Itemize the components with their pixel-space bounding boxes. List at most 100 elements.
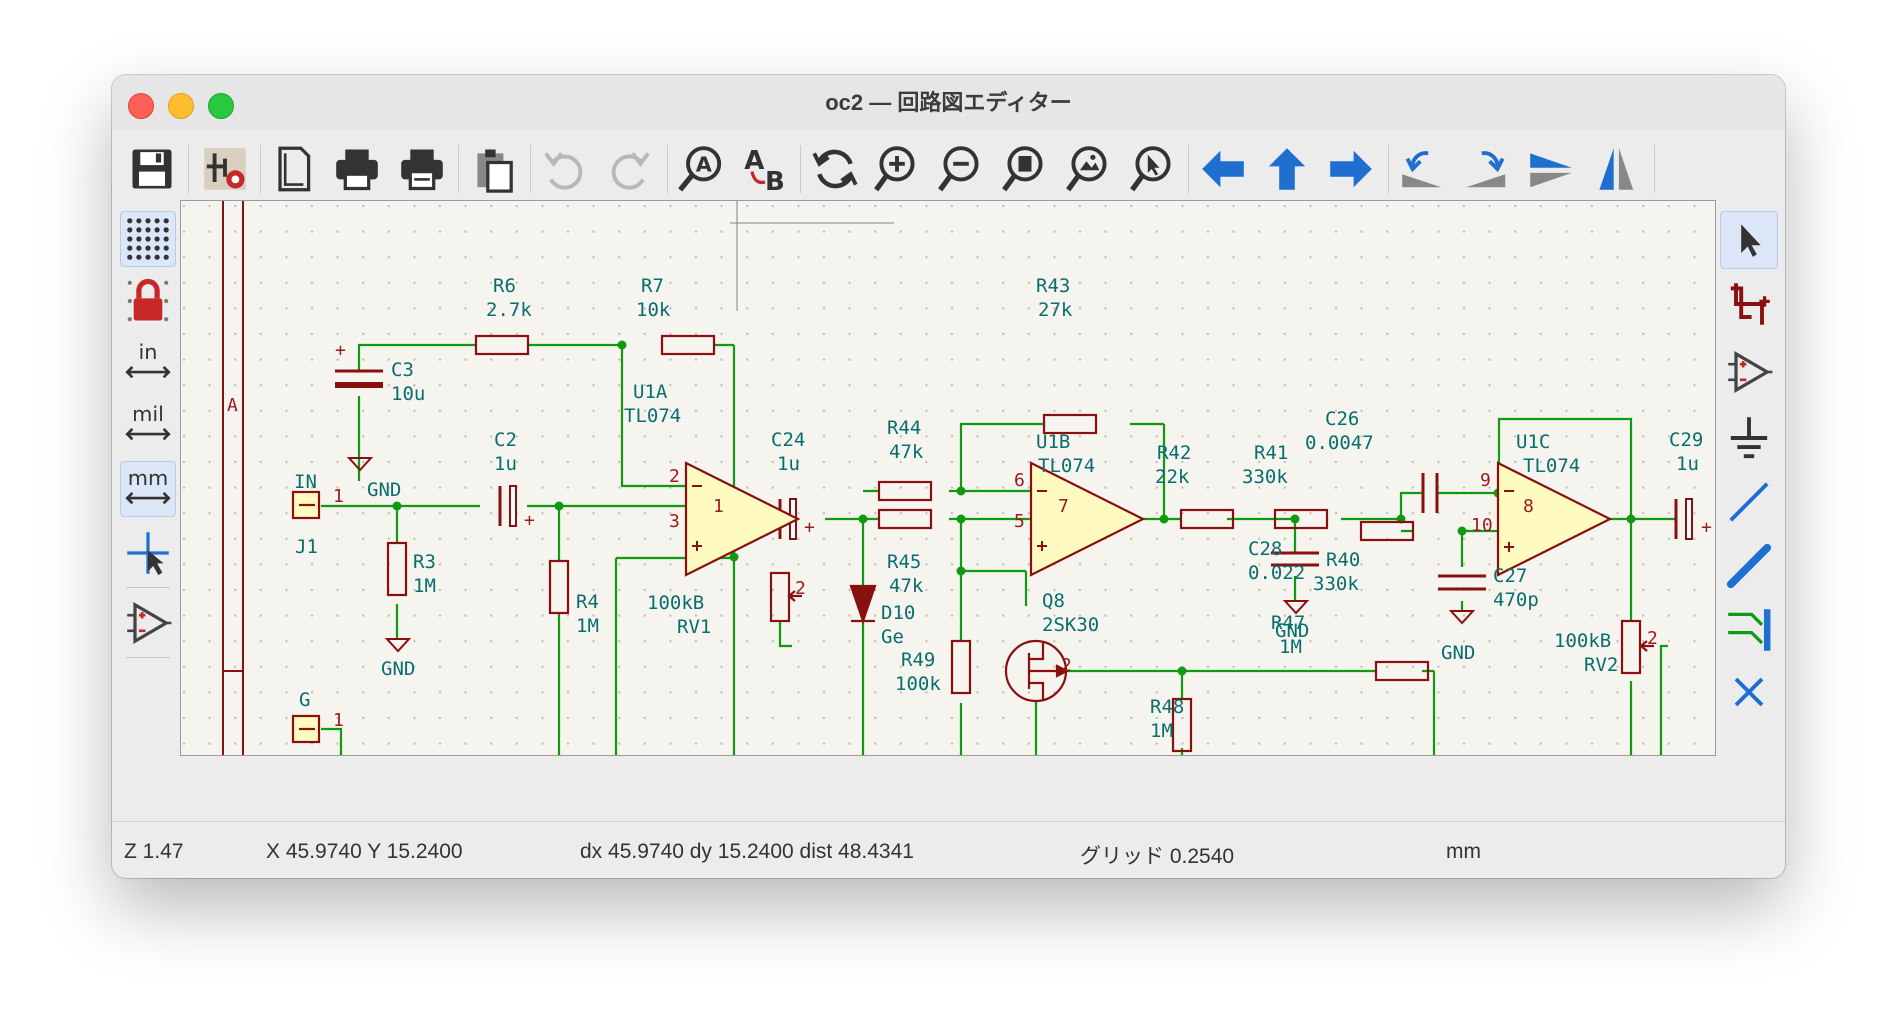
redo-icon <box>611 152 650 190</box>
svg-text:2: 2 <box>669 466 680 487</box>
r4-value: 1M <box>576 615 599 637</box>
schematic-editor-window: oc2 — 回路図エディター A <box>112 75 1785 878</box>
lock-button[interactable] <box>120 273 176 329</box>
unit-mm-button[interactable]: mm <box>120 461 176 517</box>
c27-value: 470p <box>1493 589 1539 611</box>
print-button[interactable] <box>328 139 386 199</box>
rv2-value: 100kB <box>1554 630 1611 652</box>
c3-value: 10u <box>391 383 425 405</box>
delta-readout: dx 45.9740 dy 15.2400 dist 48.4341 <box>580 840 914 863</box>
svg-text:8: 8 <box>1523 496 1534 517</box>
add-power-button[interactable] <box>1720 409 1778 467</box>
plot-icon <box>401 149 443 191</box>
mirror-vertical-icon <box>1530 153 1572 188</box>
rotate-cw-button[interactable] <box>1458 139 1516 199</box>
save-button[interactable] <box>123 139 181 199</box>
zoom-objects-button[interactable] <box>1060 139 1118 199</box>
refresh-icon <box>812 149 858 189</box>
no-connect-button[interactable] <box>1720 663 1778 721</box>
add-bus-button[interactable] <box>1720 537 1778 595</box>
maximize-window-button[interactable] <box>208 93 234 119</box>
zoom-objects-icon <box>1066 146 1107 192</box>
r41-ref: R41 <box>1254 442 1288 464</box>
ground-icon <box>1730 417 1768 459</box>
sheet-border-label: A <box>227 395 238 416</box>
c2-ref: C2 <box>494 429 517 451</box>
svg-text:+: + <box>1701 517 1712 538</box>
zoom-out-button[interactable] <box>932 139 990 199</box>
c24-ref: C24 <box>771 429 805 451</box>
page-settings-button[interactable] <box>264 139 322 199</box>
cursor-crosshair <box>730 201 894 311</box>
schematic-canvas[interactable]: A <box>180 200 1716 756</box>
mirror-horizontal-button[interactable] <box>1586 139 1644 199</box>
zoom-readout: Z 1.47 <box>124 840 184 863</box>
c24-value: 1u <box>777 453 800 475</box>
unit-inch-button[interactable]: in <box>120 335 176 391</box>
r47-value: 1M <box>1279 636 1302 658</box>
add-wire-button[interactable] <box>1720 473 1778 531</box>
diode-d10 <box>849 584 877 625</box>
add-symbol-button[interactable] <box>1720 343 1778 401</box>
svg-text:2: 2 <box>795 578 806 599</box>
r43-ref: R43 <box>1036 275 1070 297</box>
svg-text:6: 6 <box>1014 470 1025 491</box>
minimize-window-button[interactable] <box>168 93 194 119</box>
navigate-back-icon <box>1202 150 1244 188</box>
r44-value: 47k <box>889 441 924 463</box>
navigate-back-button[interactable] <box>1194 139 1252 199</box>
mirror-vertical-button[interactable] <box>1522 139 1580 199</box>
paste-button[interactable] <box>464 139 522 199</box>
zoom-selection-button[interactable] <box>1124 139 1182 199</box>
paste-icon <box>477 149 513 193</box>
bus-entry-button[interactable] <box>1720 601 1778 659</box>
bus-entry-icon <box>1728 609 1771 651</box>
svg-text:9: 9 <box>1480 470 1491 491</box>
find-button[interactable]: A <box>672 139 730 199</box>
gnd-label-c27: GND <box>1441 642 1475 664</box>
navigate-up-icon <box>1268 148 1306 190</box>
j1-ref: J1 <box>295 536 318 558</box>
highlight-net-button[interactable] <box>1720 275 1778 333</box>
r45-ref: R45 <box>887 551 921 573</box>
r4-ref: R4 <box>576 591 599 613</box>
mirror-horizontal-icon <box>1599 148 1634 190</box>
status-bar: Z 1.47 X 45.9740 Y 15.2400 dx 45.9740 dy… <box>112 821 1785 878</box>
redo-button[interactable] <box>601 139 659 199</box>
g-label: G <box>299 689 310 711</box>
cursor-arrow-icon <box>1741 224 1761 257</box>
close-window-button[interactable] <box>128 93 154 119</box>
plot-button[interactable] <box>393 139 451 199</box>
schematic-setup-button[interactable] <box>196 139 254 199</box>
grid-icon <box>127 218 169 260</box>
svg-text:7: 7 <box>1058 496 1069 517</box>
hidden-pins-button[interactable] <box>120 595 176 651</box>
svg-text:2: 2 <box>1647 628 1658 649</box>
title-bar[interactable]: oc2 — 回路図エディター <box>112 75 1785 131</box>
c3-ref: C3 <box>391 359 414 381</box>
undo-icon <box>544 152 583 190</box>
full-crosshair-button[interactable] <box>120 525 176 581</box>
r48-value: 1M <box>1150 720 1173 742</box>
gnd-label-c3: GND <box>367 479 401 501</box>
schematic-drawing: A <box>181 201 1715 755</box>
r44-ref: R44 <box>887 417 921 439</box>
navigate-up-button[interactable] <box>1258 139 1316 199</box>
undo-button[interactable] <box>535 139 593 199</box>
unit-mil-button[interactable]: mil <box>120 397 176 453</box>
opamps <box>684 461 1613 577</box>
select-tool-button[interactable] <box>1720 211 1778 269</box>
rotate-ccw-button[interactable] <box>1394 139 1452 199</box>
page-settings-icon <box>278 146 311 192</box>
navigate-forward-button[interactable] <box>1322 139 1380 199</box>
zoom-fit-button[interactable] <box>996 139 1054 199</box>
r49-ref: R49 <box>901 649 935 671</box>
unit-mm-label: mm <box>128 466 169 490</box>
toggle-grid-button[interactable] <box>120 211 176 267</box>
zoom-in-button[interactable] <box>868 139 926 199</box>
c27-ref: C27 <box>1493 565 1527 587</box>
lock-icon <box>127 278 169 322</box>
refresh-button[interactable] <box>806 139 864 199</box>
q8-ref: Q8 <box>1042 590 1065 612</box>
